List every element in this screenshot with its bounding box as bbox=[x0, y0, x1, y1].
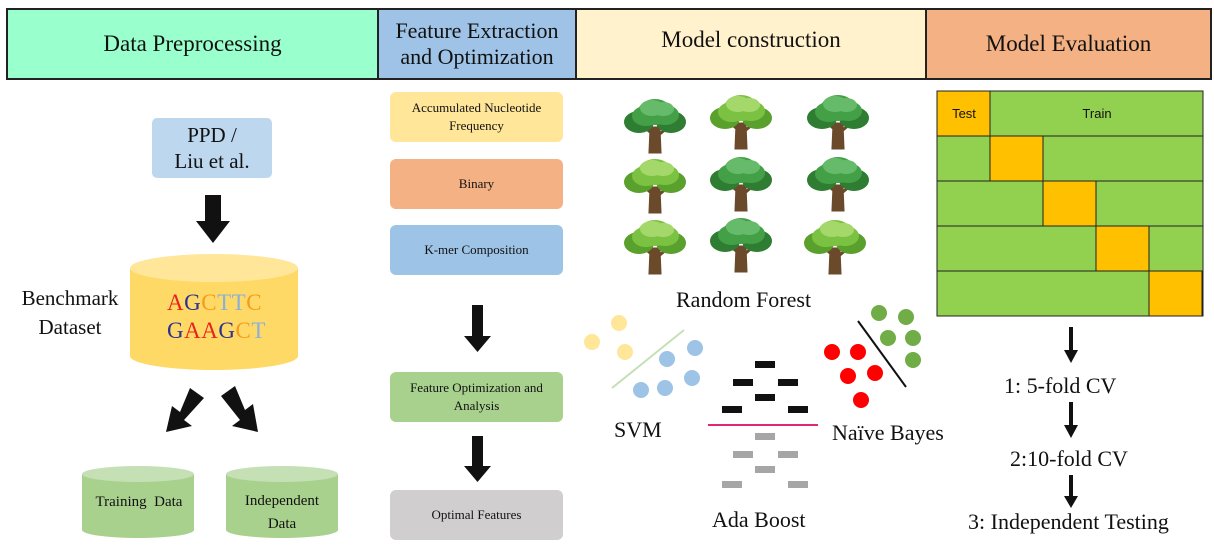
cv-test-label: Test bbox=[952, 106, 976, 121]
nucleotide-A: A bbox=[184, 318, 202, 343]
cv-train-label: Train bbox=[1082, 106, 1112, 121]
header-feature-extraction: Feature Extraction and Optimization bbox=[377, 8, 577, 80]
training-data-label: Training Data bbox=[95, 494, 183, 510]
feature-binary: Binary bbox=[390, 159, 563, 209]
header-model-evaluation: Model Evaluation bbox=[925, 8, 1212, 80]
sequence-line-1: AGCTTC bbox=[167, 290, 262, 316]
tree-icon bbox=[624, 159, 686, 214]
header-model-construction: Model construction bbox=[575, 8, 927, 80]
cv-test-block bbox=[989, 135, 1044, 182]
split-arrow-right bbox=[221, 386, 258, 432]
tree-icon bbox=[710, 218, 772, 273]
cv-test-block bbox=[936, 90, 991, 137]
cv-fold-row bbox=[936, 135, 1204, 182]
feature-optimization: Feature Optimization and Analysis bbox=[390, 372, 563, 422]
cv-test-block bbox=[1042, 180, 1097, 227]
nucleotide-T: T bbox=[231, 290, 247, 315]
down-arrow bbox=[464, 436, 491, 482]
cv-grid bbox=[936, 90, 1204, 317]
header-label: Model Evaluation bbox=[985, 31, 1152, 57]
benchmark-cylinder bbox=[130, 254, 298, 370]
independent-data-label: Independent Data bbox=[244, 493, 320, 533]
tree-icon bbox=[624, 220, 686, 275]
tree-icon bbox=[710, 157, 772, 212]
down-arrow bbox=[1064, 402, 1078, 438]
header-data-preprocessing: Data Preprocessing bbox=[6, 8, 379, 80]
independent-testing-label: 3: Independent Testing bbox=[968, 509, 1169, 534]
nucleotide-T: T bbox=[217, 290, 232, 315]
sequence-line-2: GAAGCT bbox=[167, 318, 266, 344]
header-label: Model construction bbox=[661, 27, 841, 53]
feature-kmer: K-mer Composition bbox=[390, 225, 563, 275]
tree-icon bbox=[710, 95, 772, 150]
nucleotide-G: G bbox=[167, 318, 185, 343]
split-arrow-left bbox=[166, 388, 204, 432]
nucleotide-C: C bbox=[246, 290, 263, 315]
header-label: Data Preprocessing bbox=[103, 31, 282, 57]
down-arrow bbox=[464, 305, 491, 352]
nucleotide-C: C bbox=[201, 290, 218, 315]
nucleotide-A: A bbox=[201, 318, 219, 343]
training-cylinder bbox=[82, 466, 194, 538]
naive-bayes-graphic bbox=[824, 305, 921, 408]
cv-test-block bbox=[1148, 270, 1203, 317]
naive-bayes-label: Naïve Bayes bbox=[832, 420, 944, 445]
tree-icon bbox=[804, 220, 866, 275]
source-box: PPD / Liu et al. bbox=[152, 118, 272, 178]
svm-graphic bbox=[584, 315, 703, 398]
tree-icon bbox=[807, 157, 869, 212]
nucleotide-C: C bbox=[235, 318, 252, 343]
down-arrow bbox=[1064, 475, 1078, 508]
header-label: Feature Extraction and Optimization bbox=[395, 17, 559, 69]
nucleotide-G: G bbox=[218, 318, 236, 343]
cv-test-block bbox=[1095, 225, 1150, 272]
optimal-features: Optimal Features bbox=[390, 490, 563, 540]
nucleotide-G: G bbox=[184, 290, 202, 315]
tree-icon bbox=[624, 99, 686, 154]
svm-label: SVM bbox=[614, 417, 662, 442]
tree-icon bbox=[807, 95, 869, 150]
source-label: PPD / Liu et al. bbox=[174, 122, 250, 173]
nucleotide-T: T bbox=[251, 318, 266, 343]
independent-cylinder bbox=[226, 466, 338, 538]
down-arrow bbox=[1064, 327, 1078, 363]
nucleotide-A: A bbox=[167, 290, 185, 315]
random-forest-label: Random Forest bbox=[676, 287, 812, 312]
cv5-label: 1: 5-fold CV bbox=[1004, 373, 1117, 398]
random-forest-trees bbox=[624, 95, 869, 275]
cv10-label: 2:10-fold CV bbox=[1010, 446, 1128, 471]
down-arrow bbox=[196, 195, 230, 243]
adaboost-graphic bbox=[708, 361, 818, 488]
adaboost-label: Ada Boost bbox=[712, 507, 806, 532]
cv-fold-row bbox=[936, 225, 1204, 272]
feature-anf: Accumulated Nucleotide Frequency bbox=[390, 92, 563, 142]
benchmark-label: Benchmark Dataset bbox=[21, 286, 119, 340]
